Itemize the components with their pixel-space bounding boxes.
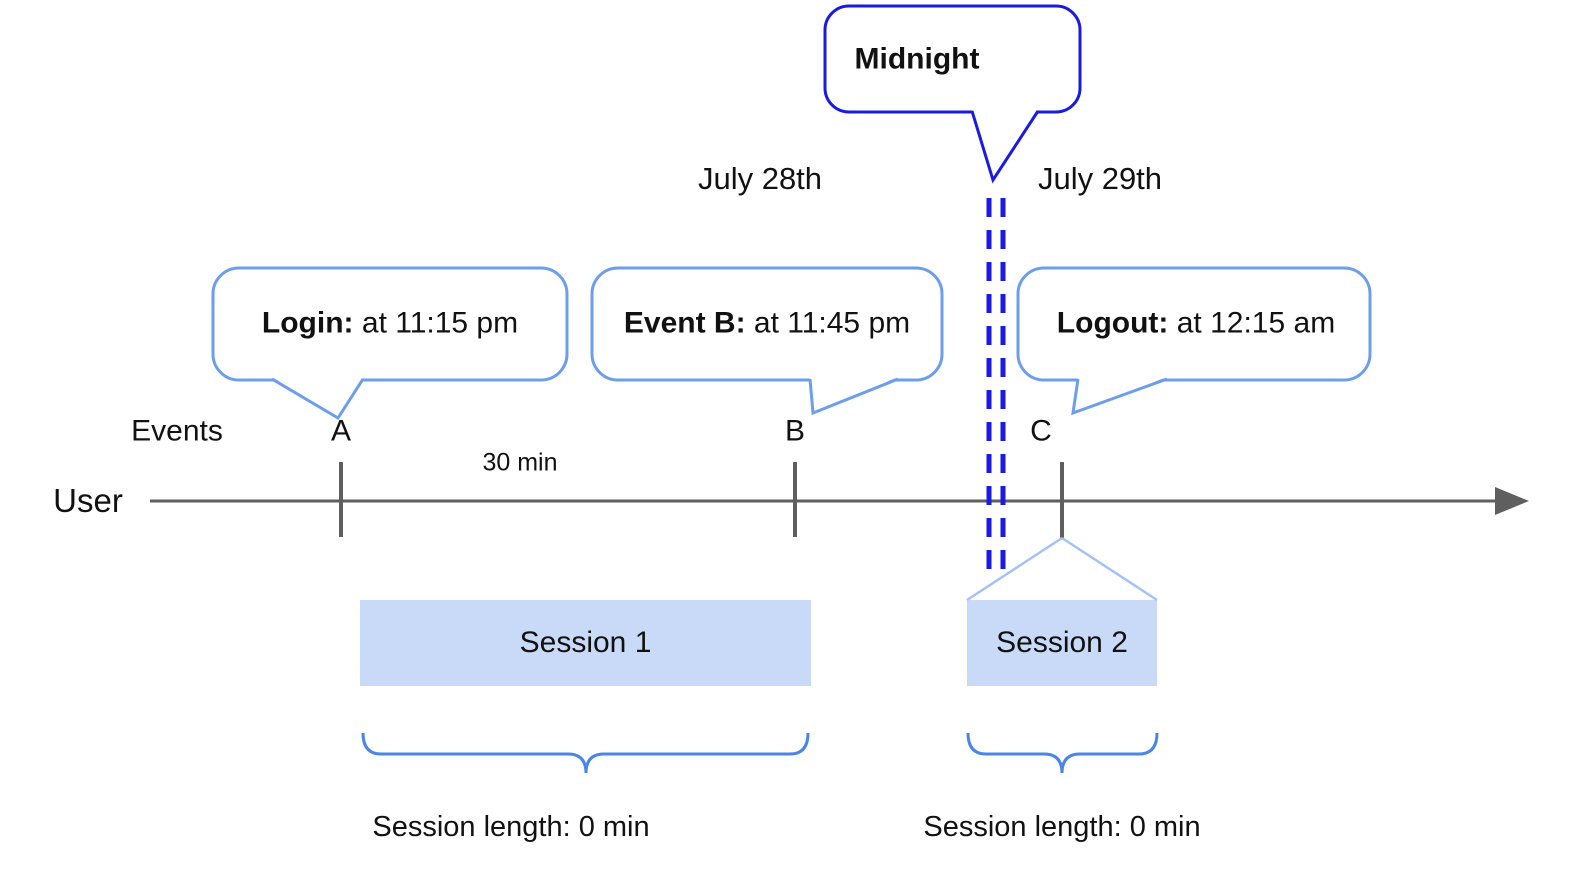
logout-callout-tail-mask	[1073, 377, 1167, 413]
login-callout-tail	[271, 377, 365, 421]
user-row-label: User	[53, 481, 123, 519]
midnight-callout-label: Midnight	[854, 42, 980, 76]
timeline-arrowhead-icon	[1495, 487, 1529, 515]
login-callout-text: Login: at 11:15 pm	[262, 307, 518, 340]
event-b-callout-tail	[808, 377, 899, 416]
event-marker-b: B	[784, 414, 806, 448]
session-2-bar: Session 2	[967, 600, 1157, 686]
midnight-callout-tail-mask	[972, 109, 1038, 180]
interval-label-30min: 30 min	[482, 448, 558, 477]
session-2-funnel-left	[966, 536, 1063, 602]
session-2-length-label: Session length: 0 min	[923, 811, 1201, 844]
session-1-bar: Session 1	[360, 600, 811, 686]
event-marker-c: C	[1030, 414, 1052, 448]
date-label-july-29: July 29th	[1037, 160, 1163, 196]
logout-callout-title: Logout:	[1056, 306, 1169, 340]
midnight-callout-tail	[970, 110, 1040, 184]
session-2-label: Session 2	[996, 626, 1128, 659]
event-b-callout-title: Event B:	[623, 306, 746, 340]
login-callout-title: Login:	[261, 306, 354, 340]
logout-callout-detail: at 12:15 am	[1168, 306, 1336, 340]
session-1-length-label: Session length: 0 min	[372, 811, 650, 844]
session-2-funnel-right	[1061, 536, 1158, 602]
session-2-brace	[966, 732, 1159, 774]
logout-callout-tail	[1071, 377, 1168, 416]
events-row-label: Events	[131, 414, 223, 448]
logout-callout-text: Logout: at 12:15 am	[1057, 307, 1335, 340]
session-1-label: Session 1	[519, 626, 652, 659]
login-callout-tail-mask	[272, 377, 363, 418]
event-b-callout-detail: at 11:45 pm	[745, 306, 911, 340]
login-callout-detail: at 11:15 pm	[353, 306, 519, 340]
event-b-callout-tail-mask	[810, 377, 898, 413]
date-label-july-28: July 28th	[697, 160, 823, 196]
event-marker-a: A	[330, 414, 352, 448]
event-b-callout-text: Event B: at 11:45 pm	[624, 307, 910, 340]
session-1-brace	[361, 732, 810, 774]
